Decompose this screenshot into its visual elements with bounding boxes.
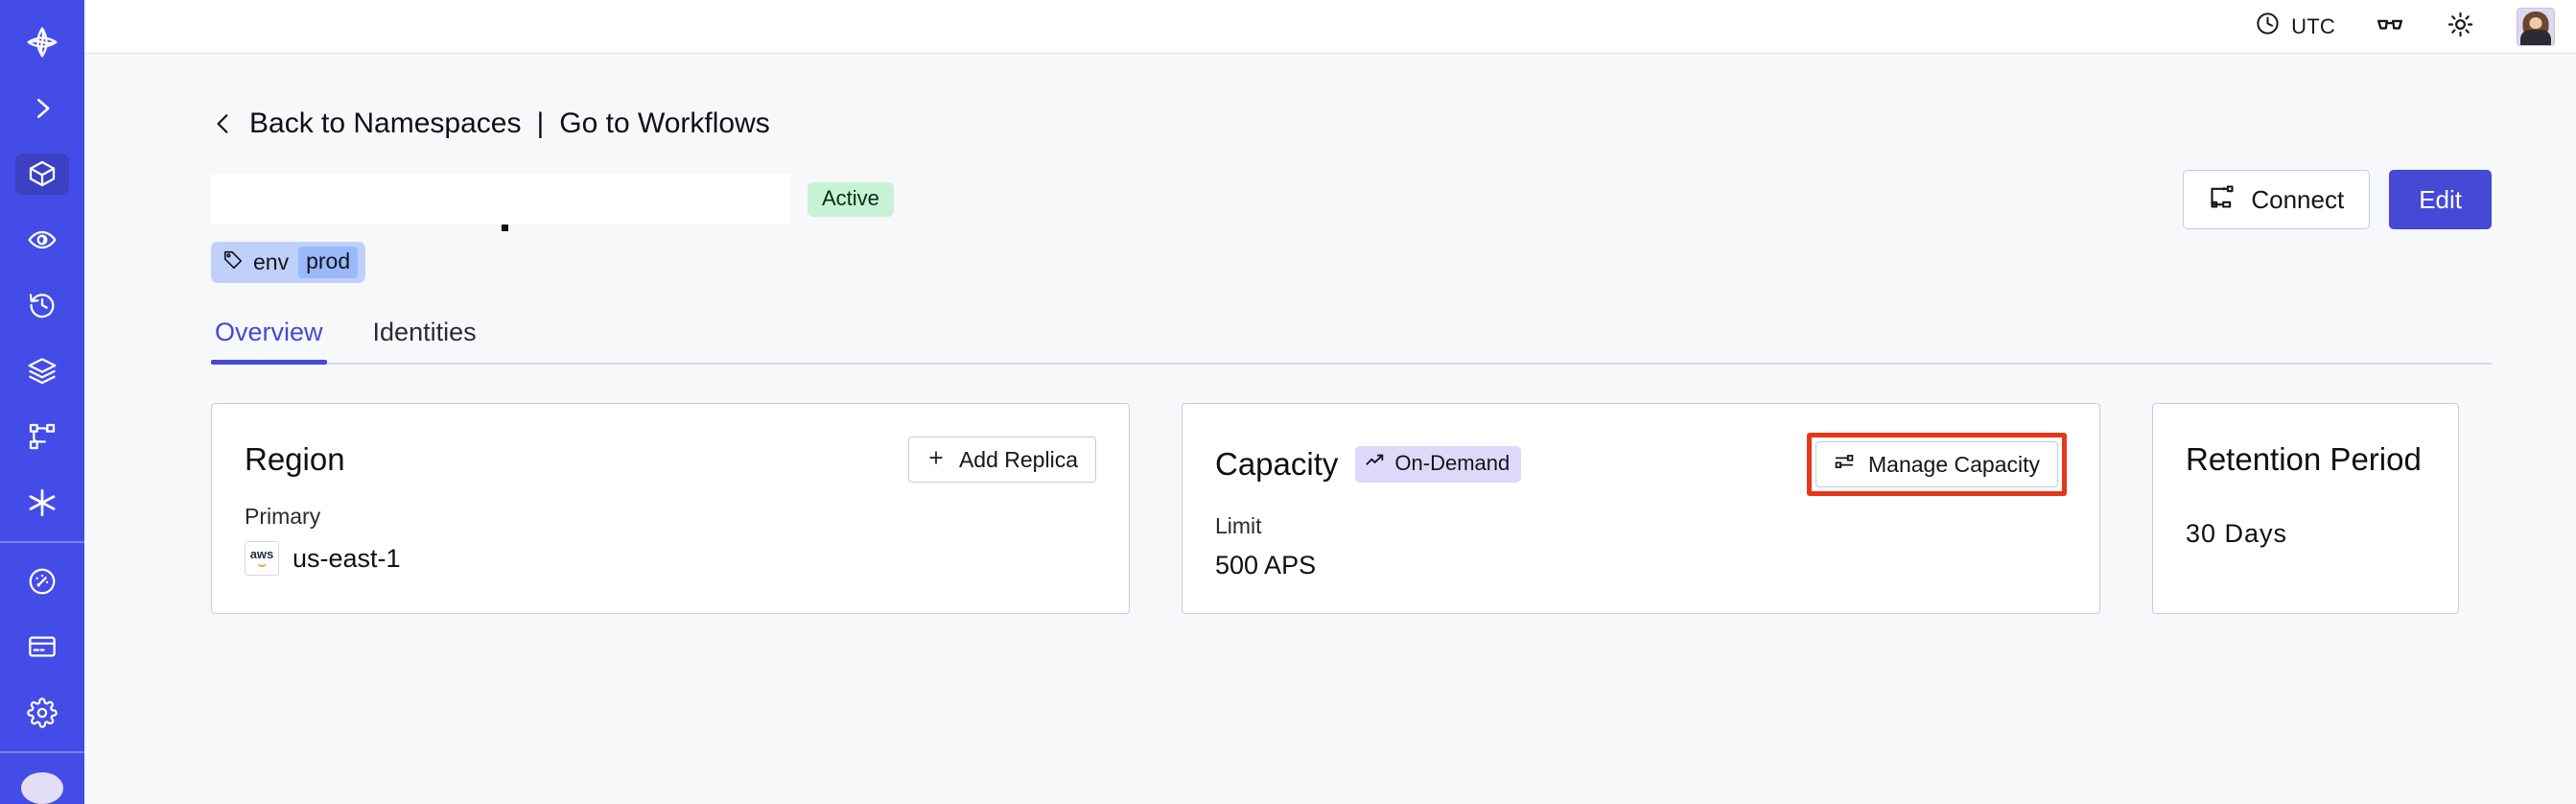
layers-icon bbox=[27, 356, 58, 387]
edit-button-label: Edit bbox=[2419, 184, 2462, 214]
theme-toggle-button[interactable] bbox=[2447, 11, 2474, 43]
page-content: Back to Namespaces | Go to Workflows Act… bbox=[84, 54, 2576, 804]
region-card-title: Region bbox=[245, 441, 345, 477]
region-primary-value-row: aws ⌣ us-east-1 bbox=[245, 541, 1096, 576]
sidebar-item-settings[interactable] bbox=[15, 693, 69, 734]
manage-capacity-highlight: Manage Capacity bbox=[1807, 433, 2067, 496]
breadcrumb-back-link[interactable]: Back to Namespaces bbox=[249, 107, 522, 139]
retention-card: Retention Period 30 Days bbox=[2152, 403, 2459, 614]
sidebar-divider-bottom bbox=[0, 751, 84, 753]
tag-key: env bbox=[253, 249, 290, 274]
asterisk-icon bbox=[26, 486, 59, 519]
left-sidebar bbox=[0, 0, 84, 804]
plus-icon bbox=[926, 447, 946, 473]
tag-icon bbox=[222, 249, 244, 276]
aws-logo-smile: ⌣ bbox=[257, 557, 267, 573]
reading-mode-button[interactable] bbox=[2376, 10, 2404, 43]
gauge-icon bbox=[27, 566, 58, 597]
retention-card-title: Retention Period bbox=[2186, 441, 2422, 477]
connect-icon bbox=[2209, 183, 2236, 217]
manage-capacity-button[interactable]: Manage Capacity bbox=[1815, 441, 2058, 487]
tag-value: prod bbox=[298, 247, 359, 278]
tab-identities[interactable]: Identities bbox=[372, 318, 477, 346]
capacity-mode-badge: On-Demand bbox=[1355, 446, 1522, 483]
chevron-left-icon[interactable] bbox=[211, 109, 236, 138]
glasses-icon bbox=[2376, 10, 2404, 43]
timezone-label: UTC bbox=[2291, 13, 2335, 38]
region-primary-value: us-east-1 bbox=[293, 543, 401, 573]
sidebar-item-logo[interactable] bbox=[15, 22, 69, 63]
capacity-limit-label: Limit bbox=[1215, 513, 1262, 538]
retention-value: 30 Days bbox=[2186, 519, 2288, 548]
edit-button[interactable]: Edit bbox=[2389, 170, 2492, 229]
avatar-body bbox=[2520, 29, 2551, 45]
add-replica-label: Add Replica bbox=[958, 446, 1078, 472]
breadcrumb-workflows-link[interactable]: Go to Workflows bbox=[559, 107, 770, 139]
breadcrumb-separator: | bbox=[536, 107, 545, 139]
aws-logo-icon: aws ⌣ bbox=[245, 541, 279, 576]
avatar-face bbox=[2529, 16, 2542, 29]
manage-capacity-label: Manage Capacity bbox=[1868, 451, 2040, 477]
sidebar-item-observability[interactable] bbox=[15, 220, 69, 261]
sidebar-item-nexus[interactable] bbox=[15, 483, 69, 524]
tag-row: env prod bbox=[211, 242, 2492, 283]
tab-bar: Overview Identities bbox=[211, 318, 2492, 365]
sitemap-icon bbox=[27, 421, 58, 452]
region-card: Region Add Replica bbox=[211, 403, 1130, 614]
overview-cards: Region Add Replica bbox=[211, 403, 2492, 614]
sliders-icon bbox=[1834, 451, 1855, 478]
main-column: UTC bbox=[84, 0, 2576, 804]
page-actions: Connect Edit bbox=[2183, 170, 2492, 229]
region-primary-label: Primary bbox=[245, 504, 321, 529]
capacity-mode-label: On-Demand bbox=[1394, 451, 1510, 475]
chevron-right-icon bbox=[28, 94, 57, 123]
title-descender-mark bbox=[502, 225, 508, 231]
capacity-card-title: Capacity bbox=[1215, 446, 1339, 482]
clock-icon bbox=[2255, 11, 2281, 42]
user-avatar[interactable] bbox=[2517, 7, 2555, 46]
connect-button[interactable]: Connect bbox=[2183, 170, 2371, 229]
region-card-action: Add Replica bbox=[907, 437, 1096, 483]
timezone-selector[interactable]: UTC bbox=[2255, 11, 2335, 42]
status-badge: Active bbox=[808, 182, 894, 217]
sidebar-item-expand[interactable] bbox=[15, 88, 69, 130]
aws-logo-text: aws bbox=[249, 547, 274, 562]
history-clock-icon bbox=[27, 290, 58, 320]
tab-overview[interactable]: Overview bbox=[211, 318, 327, 365]
top-bar: UTC bbox=[84, 0, 2576, 54]
eye-icon bbox=[27, 225, 58, 255]
sun-icon bbox=[2447, 11, 2474, 43]
namespace-tag[interactable]: env prod bbox=[211, 242, 366, 283]
sidebar-item-namespaces[interactable] bbox=[15, 154, 69, 195]
sidebar-item-schedules[interactable] bbox=[15, 285, 69, 326]
sidebar-item-stack[interactable] bbox=[15, 351, 69, 392]
sidebar-item-usage[interactable] bbox=[15, 561, 69, 603]
capacity-card-header: Capacity On-Demand bbox=[1215, 433, 2067, 496]
sidebar-item-workflows[interactable] bbox=[15, 416, 69, 458]
capacity-limit-value: 500 APS bbox=[1215, 551, 1317, 579]
temporal-logo-icon bbox=[26, 26, 59, 59]
trending-up-icon bbox=[1365, 451, 1386, 476]
sidebar-item-account-avatar[interactable] bbox=[21, 771, 63, 804]
page-title-row: Active Co bbox=[211, 170, 2492, 231]
region-card-header: Region Add Replica bbox=[245, 433, 1096, 486]
cube-icon bbox=[27, 158, 58, 189]
gear-icon bbox=[27, 698, 58, 728]
page-title bbox=[211, 175, 790, 231]
connect-button-label: Connect bbox=[2251, 184, 2345, 214]
breadcrumb[interactable]: Back to Namespaces | Go to Workflows bbox=[211, 107, 770, 140]
add-replica-button[interactable]: Add Replica bbox=[907, 437, 1096, 483]
sidebar-item-billing[interactable] bbox=[15, 627, 69, 668]
capacity-card: Capacity On-Demand bbox=[1182, 403, 2100, 614]
sidebar-divider-top bbox=[0, 541, 84, 543]
credit-card-icon bbox=[27, 631, 58, 662]
retention-card-header: Retention Period bbox=[2186, 433, 2425, 486]
